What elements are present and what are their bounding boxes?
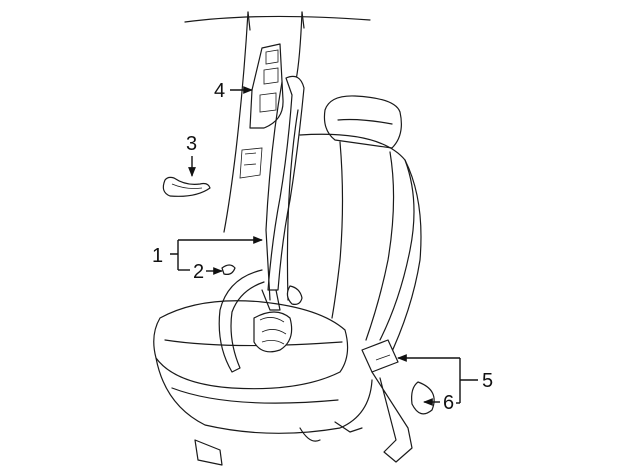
callout-5: 5: [398, 358, 493, 404]
cover-cap: [221, 264, 236, 275]
svg-text:3: 3: [186, 133, 197, 155]
svg-text:1: 1: [152, 245, 163, 267]
callout-3: 3: [186, 133, 197, 177]
callout-4: 4: [214, 80, 253, 102]
callout-1: 1: [152, 240, 262, 271]
anchor-adjuster: [249, 43, 284, 129]
belt-guide: [162, 176, 211, 197]
b-pillar: [223, 11, 303, 233]
callout-2: 2: [193, 261, 223, 283]
svg-text:5: 5: [482, 370, 493, 392]
seat-cushion: [153, 300, 373, 466]
svg-text:6: 6: [443, 392, 454, 414]
vehicle-interior: [184, 11, 371, 31]
belt-retractor: [218, 269, 293, 373]
washer: [411, 381, 435, 415]
seat-back: [299, 95, 422, 361]
callout-6: 6: [423, 392, 454, 414]
svg-text:4: 4: [214, 80, 225, 102]
svg-text:2: 2: [193, 261, 204, 283]
seat-belt-webbing: [265, 75, 305, 305]
